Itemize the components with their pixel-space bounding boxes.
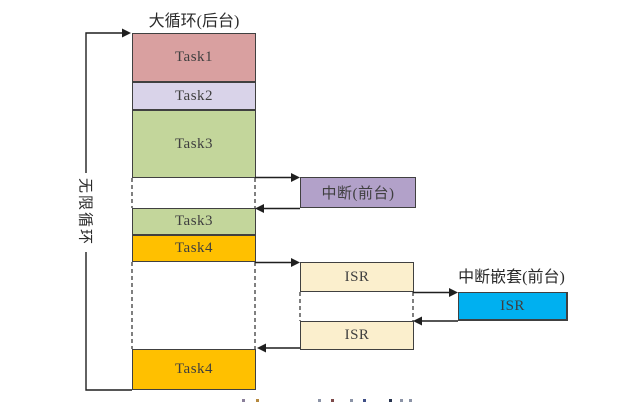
isr-block-bottom: ISR bbox=[300, 321, 414, 350]
loop-line-bottom bbox=[85, 252, 132, 391]
arrow-to-isr-head-icon bbox=[291, 258, 300, 267]
task3-block-second: Task3 bbox=[132, 208, 256, 235]
arrow-return-from-interrupt-head-icon bbox=[255, 204, 264, 213]
task3-block-first: Task3 bbox=[132, 110, 256, 178]
task2-block: Task2 bbox=[132, 82, 256, 110]
interrupt-foreground-block: 中断(前台) bbox=[300, 177, 416, 208]
arrow-to-interrupt-head-icon bbox=[291, 173, 300, 182]
arrow-return-from-nested-isr-head-icon bbox=[413, 316, 422, 326]
task4-block-first: Task4 bbox=[132, 235, 256, 262]
arrow-return-to-task4-head-icon bbox=[257, 343, 266, 353]
loop-line-top bbox=[85, 32, 128, 173]
task4-block-second: Task4 bbox=[132, 349, 256, 390]
big-loop-title: 大循环(后台) bbox=[148, 13, 240, 30]
infinite-loop-label: 无限循环 bbox=[75, 173, 97, 251]
cutoff-caption-fragment bbox=[242, 399, 245, 402]
nested-isr-block: ISR bbox=[458, 292, 568, 321]
arrow-to-nested-isr-head-icon bbox=[449, 288, 458, 297]
nested-interrupt-title: 中断嵌套(前台) bbox=[458, 269, 565, 286]
isr-block-top: ISR bbox=[300, 262, 414, 292]
task1-block: Task1 bbox=[132, 33, 256, 82]
